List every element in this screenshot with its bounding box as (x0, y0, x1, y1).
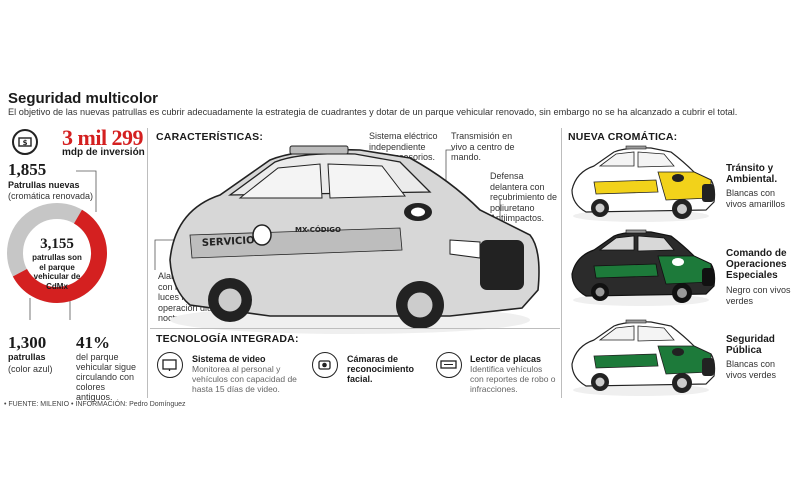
blue-patrols-note: (color azul) (8, 364, 53, 374)
donut-center: 3,155 patrullas son el parque vehicular … (28, 236, 86, 291)
divider-left (147, 128, 148, 398)
car-plate-label: MX-CÓDIGO (295, 225, 341, 234)
total-patrols-value: 3,155 (40, 236, 74, 252)
old-percent-label: del parque vehicular sigue circulando co… (76, 352, 137, 402)
cromatica-seguridad-name: Seguridad Pública (726, 334, 775, 356)
patrol-donut-chart (7, 203, 107, 303)
donut-new-segment (7, 203, 107, 303)
car-operaciones-illustration (571, 229, 716, 306)
new-patrols-label: Patrullas nuevas (8, 180, 80, 190)
cromatica-transito-desc: Blancas con vivos amarillos (726, 188, 786, 209)
old-percent-value: 41% (76, 333, 110, 352)
tech-video-desc: Monitorea al personal y vehículos con ca… (192, 364, 297, 394)
investment-label: mdp de inversión (62, 147, 145, 158)
page-title: Seguridad multicolor (8, 90, 159, 107)
blue-patrols-label: patrullas (8, 352, 46, 362)
cromatica-operaciones-name: Comando de Operaciones Especiales (726, 248, 787, 281)
camera-icon (312, 352, 338, 378)
divider-right (561, 128, 562, 398)
tech-divider (150, 328, 560, 329)
tech-camera-name: Cámaras de reconocimiento facial. (347, 354, 415, 384)
new-patrols-note: (cromática renovada) (8, 191, 94, 201)
car-servicio-label: SERVICIO (202, 235, 255, 249)
money-icon: $ (12, 129, 38, 155)
cromatica-heading: NUEVA CROMÁTICA: (568, 131, 678, 143)
tech-plate-name: Lector de placas (470, 354, 542, 364)
technology-heading: TECNOLOGÍA INTEGRADA: (156, 333, 299, 345)
new-patrols-value: 1,855 (8, 160, 47, 179)
cromatica-seguridad-desc: Blancas con vivos verdes (726, 359, 777, 380)
page-subtitle: El objetivo de las nuevas patrullas es c… (8, 107, 738, 117)
svg-text:$: $ (23, 139, 28, 147)
video-monitor-icon (157, 352, 183, 378)
total-patrols-label: patrullas son el parque vehicular de CdM… (32, 253, 82, 291)
callout-transmission: Transmisión en vivo a centro de mando. (451, 131, 515, 162)
tech-video-name: Sistema de video (192, 354, 266, 364)
car-transito-illustration (571, 145, 716, 222)
tech-plate-desc: Identifica vehículos con reportes de rob… (470, 364, 556, 394)
callout-bumper: Defensa delantera con recubrimiento de p… (490, 171, 558, 223)
cromatica-operaciones-desc: Negro con vivos verdes (726, 285, 791, 306)
source-footer: • FUENTE: MILENIO • INFORMACIÓN: Pedro D… (4, 401, 186, 408)
police-car-illustration: SERVICIO MX-CÓDIGO (154, 145, 540, 334)
blue-patrols-value: 1,300 (8, 333, 47, 352)
car-seguridad-illustration (571, 319, 716, 396)
investment-amount: 3 mil 299 (62, 125, 144, 150)
plate-reader-icon (436, 352, 462, 378)
cromatica-transito-name: Tránsito y Ambiental. (726, 163, 778, 185)
characteristics-heading: CARACTERÍSTICAS: (156, 131, 264, 143)
